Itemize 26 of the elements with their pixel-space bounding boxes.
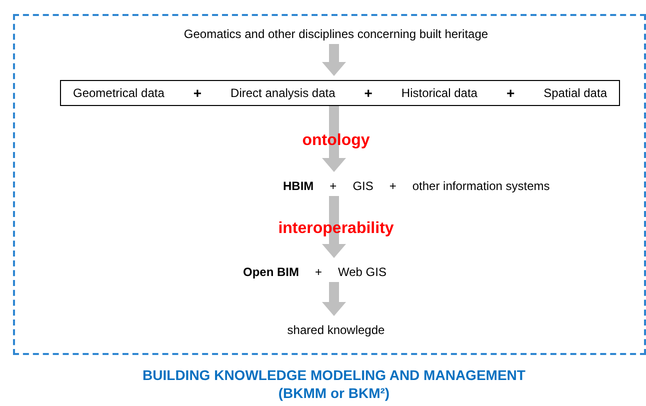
data-box: [60, 80, 620, 106]
plus-sign: +: [389, 178, 396, 195]
block-arrow: [322, 106, 346, 172]
block-arrow: [322, 196, 346, 258]
plus-sign: +: [193, 84, 202, 102]
node-text: HBIM: [283, 178, 314, 195]
node-text: Direct analysis data: [230, 85, 336, 102]
plus-sign: +: [315, 264, 322, 281]
node-text: Open BIM: [243, 264, 299, 281]
plus-sign: +: [330, 178, 337, 195]
node-text: Geomatics and other disciplines concerning built heritage: [184, 26, 488, 43]
node-text: Web GIS: [338, 264, 386, 281]
node-text: other information systems: [412, 178, 550, 195]
block-arrow: [322, 44, 346, 76]
edge-label: interoperability: [278, 219, 394, 239]
node-text: shared knowlegde: [287, 322, 385, 339]
node-text: Historical data: [401, 85, 478, 102]
diagram-title: BUILDING KNOWLEDGE MODELING AND MANAGEMENT (BKMM or BKM²): [142, 366, 526, 402]
edge-label: ontology: [302, 131, 370, 151]
node-text: Spatial data: [544, 85, 607, 102]
dashed-frame: [13, 14, 646, 355]
plus-sign: +: [364, 84, 372, 102]
block-arrow: [322, 282, 346, 316]
plus-sign: +: [506, 84, 515, 102]
node-text: Geometrical data: [73, 85, 164, 102]
node-text: GIS: [352, 178, 374, 195]
